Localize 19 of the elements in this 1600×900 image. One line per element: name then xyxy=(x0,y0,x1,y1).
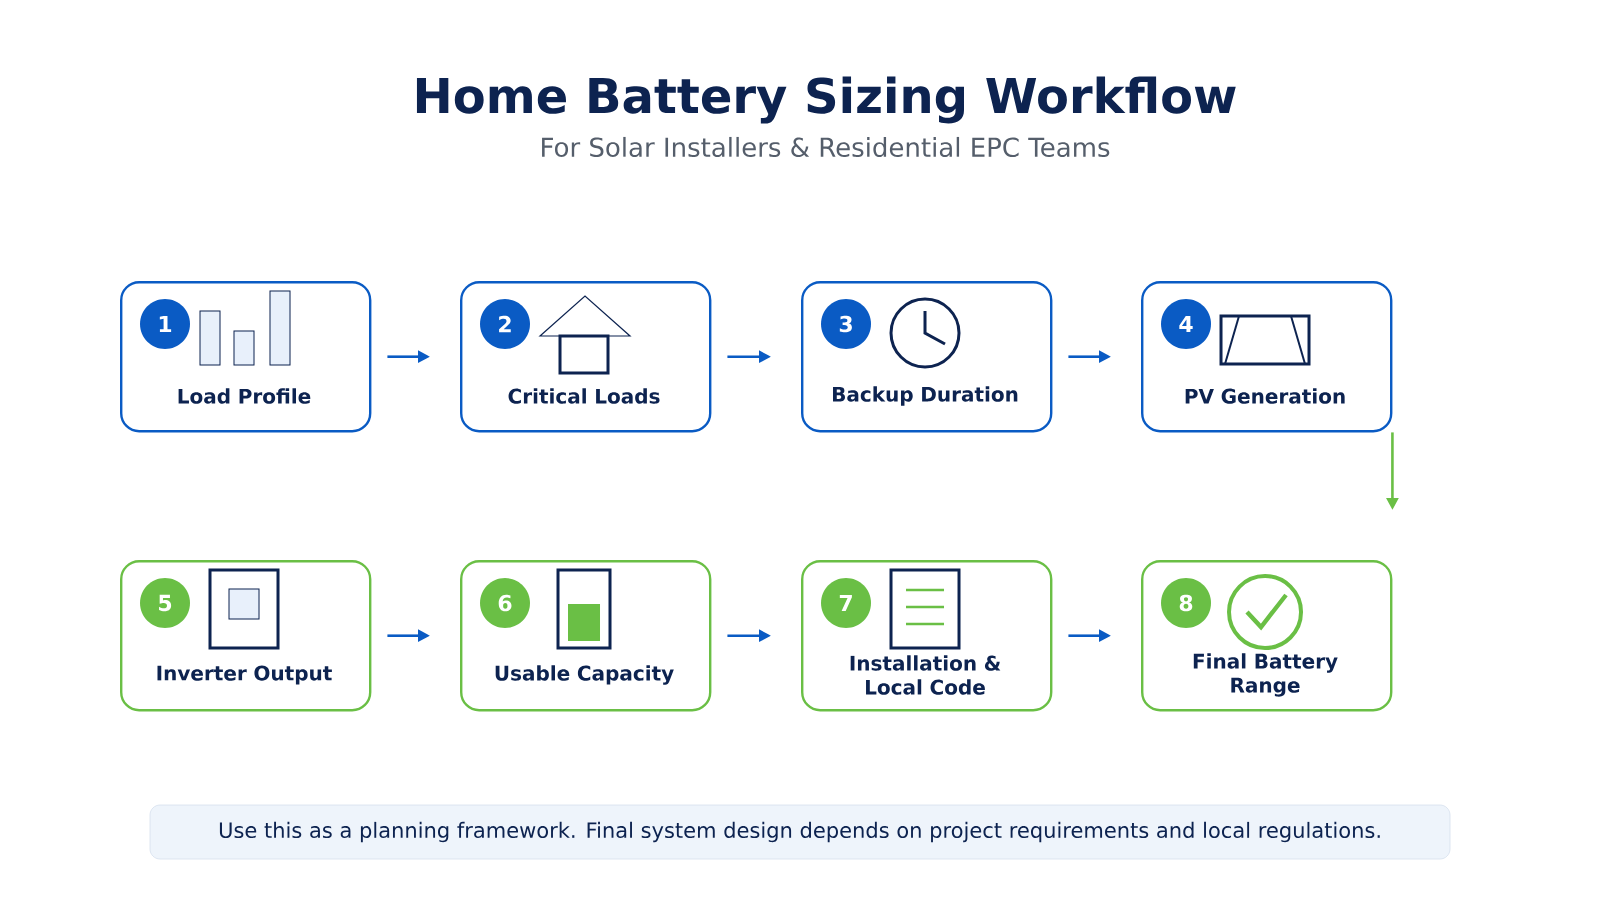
step-title: Load Profile xyxy=(178,388,311,404)
step-number: 5 xyxy=(140,578,190,628)
step-number: 4 xyxy=(1161,299,1211,349)
step-title: Inverter Output xyxy=(157,665,332,685)
step-number: 7 xyxy=(821,578,871,628)
step-number: 6 xyxy=(480,578,530,628)
step-title: PV Generation xyxy=(1185,388,1345,404)
step-number: 3 xyxy=(821,299,871,349)
step-title: Backup Duration xyxy=(833,386,1018,406)
note-box: Use this as a planning framework. Final system design depends on project requirements and local regulations. xyxy=(149,804,1451,860)
step-title: Critical Loads xyxy=(508,388,660,404)
step-title: Installation & Local Code xyxy=(850,655,1001,695)
step-title: Usable Capacity xyxy=(495,665,674,685)
step-number: 2 xyxy=(480,299,530,349)
subtitle: For Solar Installers & Residential EPC Teams xyxy=(542,136,1110,158)
step-title: Final Battery Range xyxy=(1193,653,1338,697)
title: Home Battery Sizing Workflow xyxy=(416,76,1236,124)
step-number: 8 xyxy=(1161,578,1211,628)
step-number: 1 xyxy=(140,299,190,349)
